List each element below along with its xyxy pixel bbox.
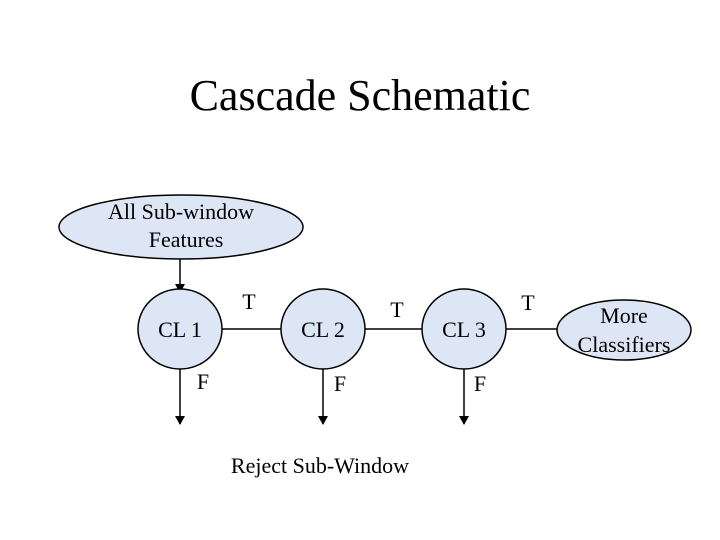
false-label-2: F — [334, 371, 346, 396]
classifier-node-1: CL 1 — [137, 288, 223, 370]
input-node-line2: Features — [149, 227, 224, 252]
input-node-line1: All Sub-window — [108, 199, 254, 224]
page-title: Cascade Schematic — [189, 71, 531, 120]
true-label-3: T — [521, 290, 535, 315]
classifier-node-2-label: CL 2 — [301, 317, 345, 342]
false-label-3: F — [474, 371, 486, 396]
more-classifiers-line1: More — [600, 303, 648, 328]
more-classifiers-node-shape — [556, 299, 692, 361]
classifier-node-2: CL 2 — [280, 288, 366, 370]
classifier-node-3: CL 3 — [421, 288, 507, 370]
classifier-node-1-label: CL 1 — [158, 317, 202, 342]
more-classifiers-node: More Classifiers — [556, 299, 692, 361]
input-node-shape — [58, 194, 304, 260]
reject-label: Reject Sub-Window — [231, 453, 409, 478]
classifier-node-3-label: CL 3 — [442, 317, 486, 342]
false-label-1: F — [197, 369, 209, 394]
input-node: All Sub-window Features — [58, 194, 304, 260]
more-classifiers-line2: Classifiers — [578, 332, 671, 357]
true-label-1: T — [242, 289, 256, 314]
true-label-2: T — [390, 297, 404, 322]
